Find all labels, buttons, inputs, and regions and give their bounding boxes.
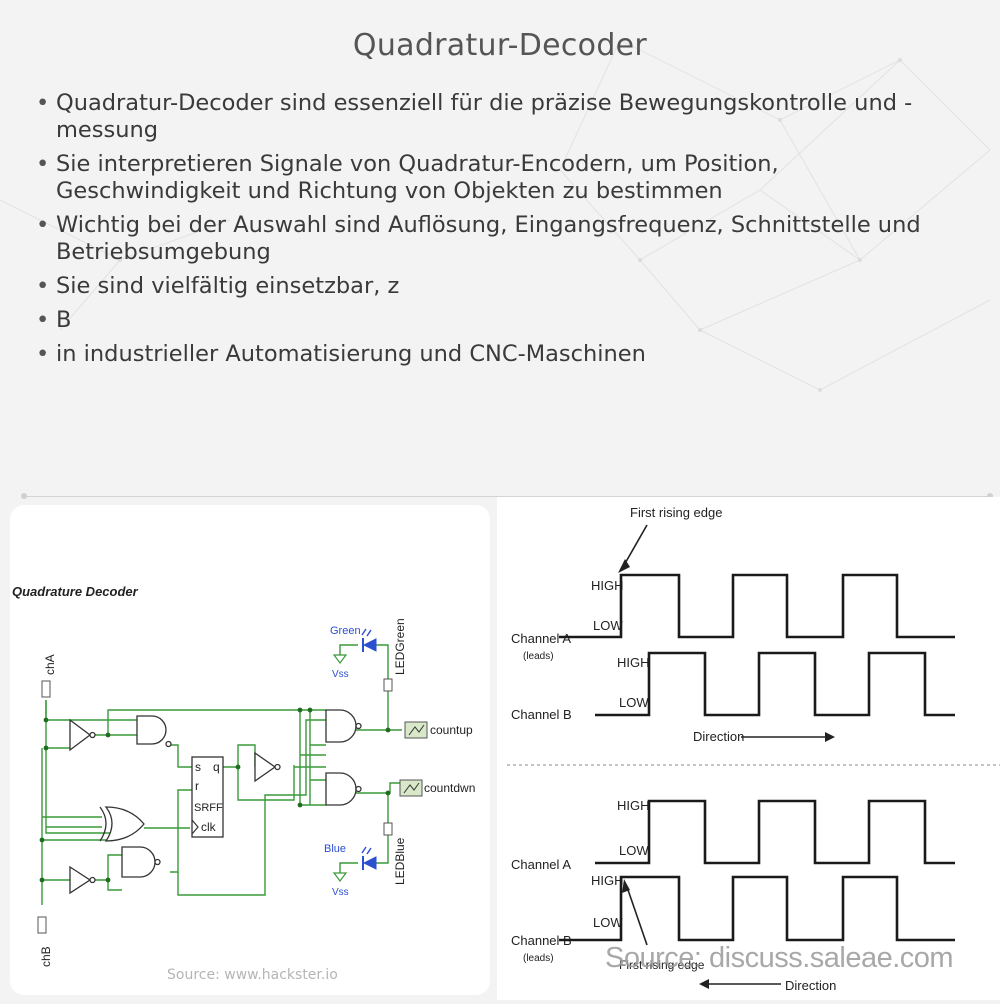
edge-arrow — [622, 524, 648, 568]
inverter-gates — [69, 718, 281, 895]
bullet-item: Sie interpretieren Signale von Quadratur… — [34, 151, 964, 205]
leads-label: (leads) — [523, 651, 554, 662]
channel-b-waveform — [595, 651, 955, 717]
first-rising-edge-label: First rising edge — [630, 505, 722, 520]
srff-s-pin: s — [195, 760, 201, 774]
srff-name: SRFF — [194, 802, 223, 814]
bullet-item: B — [34, 307, 964, 334]
high-label: HIGH — [617, 798, 650, 813]
junction-dots — [39, 707, 391, 883]
first-rising-edge-label: First rising edge — [619, 958, 705, 972]
vss-label: Vss — [332, 669, 349, 680]
direction-label: Direction — [785, 978, 836, 993]
srff-r-pin: r — [195, 779, 199, 793]
edge-arrow — [626, 886, 648, 946]
low-label: LOW — [619, 695, 649, 710]
channel-a-waveform — [595, 799, 955, 865]
circuit-diagram-panel: Quadrature Decoder — [10, 505, 490, 995]
countup-probe-icon — [404, 721, 428, 739]
srff-q-pin: q — [213, 760, 220, 774]
vss-label: Vss — [332, 887, 349, 898]
and-gates — [121, 709, 357, 878]
circuit-wires — [41, 644, 402, 905]
green-label: Green — [330, 625, 361, 637]
low-label: LOW — [593, 618, 623, 633]
direction-label: Direction — [693, 729, 744, 744]
channel-a-label: Channel A — [511, 857, 571, 872]
xor-gate — [99, 806, 145, 842]
channel-a-label: Channel A — [511, 631, 571, 646]
leads-label: (leads) — [523, 953, 554, 964]
bullet-item: Wichtig bei der Auswahl sind Auflösung, … — [34, 212, 964, 266]
srff-block — [191, 756, 224, 838]
led-blue-pin — [383, 822, 393, 836]
channel-b-label: Channel B — [511, 707, 572, 722]
led-green-label: LEDGreen — [393, 618, 407, 675]
chA-input-pin — [41, 680, 51, 698]
channel-a-waveform — [559, 573, 955, 639]
page-title: Quadratur-Decoder — [352, 28, 648, 63]
bullet-list: Quadratur-Decoder sind essenziell für di… — [34, 90, 964, 375]
channel-b-waveform — [559, 875, 955, 942]
nand-bubbles — [154, 722, 362, 866]
countdwn-label: countdwn — [424, 781, 475, 795]
chA-label: chA — [43, 654, 57, 675]
source-caption-right: Source: discuss.saleae.com — [605, 942, 954, 974]
bullet-item: Sie sind vielfältig einsetzbar, z — [34, 273, 964, 300]
waveform-diagram: First rising edge HIGH LOW Channel A (le… — [507, 505, 1000, 993]
vss-ground-symbol — [332, 654, 348, 664]
section-divider — [24, 496, 990, 497]
countdwn-probe-icon — [399, 779, 423, 797]
chB-input-pin — [37, 916, 47, 934]
low-label: LOW — [593, 915, 623, 930]
channel-b-label: Channel B — [511, 933, 572, 948]
divider-dot — [987, 493, 993, 499]
high-label: HIGH — [591, 578, 624, 593]
circuit-diagram: Quadrature Decoder — [12, 584, 475, 967]
led-green-pin — [383, 678, 393, 692]
srff-clk-pin: clk — [201, 820, 217, 834]
led-blue-diode — [361, 846, 377, 870]
circuit-heading: Quadrature Decoder — [12, 584, 139, 599]
waveform-diagram-panel: First rising edge HIGH LOW Channel A (le… — [497, 497, 1000, 1000]
chB-label: chB — [39, 946, 53, 967]
vss-ground-symbol — [332, 872, 348, 882]
source-caption-left: Source: www.hackster.io — [167, 967, 338, 983]
blue-label: Blue — [324, 843, 346, 855]
high-label: HIGH — [617, 655, 650, 670]
countup-label: countup — [430, 723, 473, 737]
bullet-item: in industrieller Automatisierung und CNC… — [34, 341, 964, 368]
led-blue-label: LEDBlue — [393, 837, 407, 885]
high-label: HIGH — [591, 873, 624, 888]
bullet-item: Quadratur-Decoder sind essenziell für di… — [34, 90, 964, 144]
led-green-diode — [361, 628, 377, 652]
divider-dot — [21, 493, 27, 499]
low-label: LOW — [619, 843, 649, 858]
